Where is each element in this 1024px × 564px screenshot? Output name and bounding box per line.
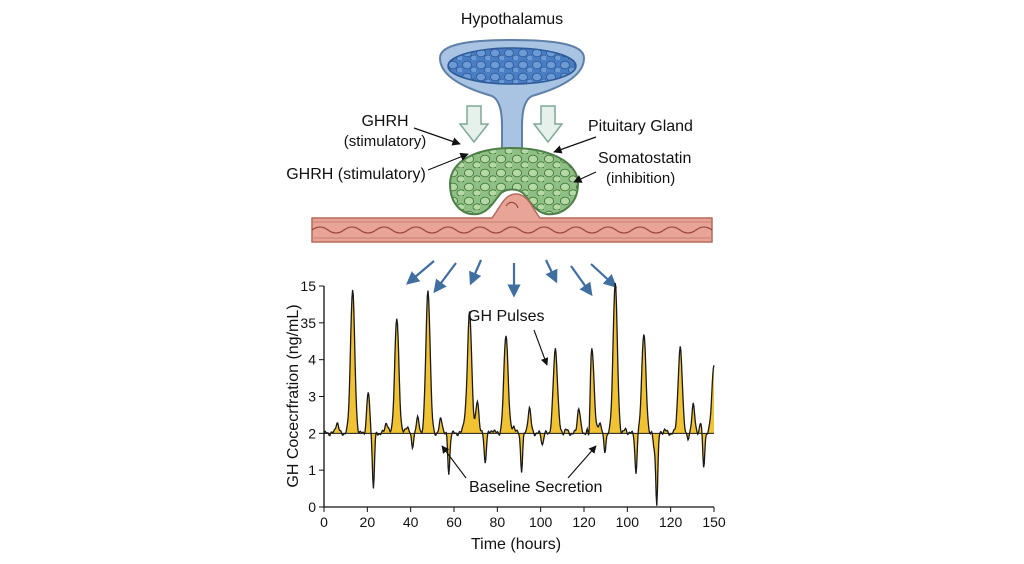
x-tick-label: 80 bbox=[490, 514, 506, 530]
x-tick-label: 120 bbox=[572, 514, 596, 530]
gh-pulses-annotation: GH Pulses bbox=[468, 308, 544, 325]
release-arrow bbox=[433, 262, 457, 294]
y-tick-label: 2 bbox=[308, 425, 316, 441]
x-tick-label: 120 bbox=[659, 514, 683, 530]
release-arrows bbox=[405, 259, 617, 298]
ghrh-stimulatory-pointer bbox=[427, 152, 469, 171]
y-tick-label: 35 bbox=[300, 315, 316, 331]
x-tick-label: 150 bbox=[702, 514, 726, 530]
y-tick-label: 15 bbox=[300, 278, 316, 294]
x-tick-label: 60 bbox=[446, 514, 462, 530]
blood-vessel bbox=[311, 193, 713, 243]
somatostatin-sub-label: (inhibition) bbox=[606, 170, 675, 187]
baseline-pointer-right bbox=[567, 445, 597, 479]
ghrh-down-arrow bbox=[458, 105, 490, 144]
pituitary-gland-shape bbox=[448, 146, 580, 216]
y-ticks: 0 1 2 3 4 35 15 bbox=[300, 278, 324, 515]
gh-pulse-chart: 0 1 2 3 4 35 15 0 20 40 60 80 100 120 100 120 150 Time … bbox=[285, 278, 726, 553]
x-tick-label: 100 bbox=[616, 514, 640, 530]
y-tick-label: 0 bbox=[308, 499, 316, 515]
ghrh-pointer bbox=[413, 127, 461, 146]
release-arrow bbox=[469, 259, 483, 286]
x-tick-label: 20 bbox=[360, 514, 376, 530]
release-arrow bbox=[405, 260, 435, 285]
x-ticks: 0 20 40 60 80 100 120 100 120 150 bbox=[320, 507, 726, 530]
ghrh-sub-label: (stimulatory) bbox=[344, 133, 427, 150]
ghrh-stimulatory-label: GHRH (stimulatory) bbox=[286, 166, 426, 183]
gh-pulses-pointer bbox=[533, 329, 549, 366]
somatostatin-label: Somatostatin bbox=[598, 150, 691, 167]
x-tick-label: 100 bbox=[529, 514, 553, 530]
y-tick-label: 3 bbox=[308, 389, 316, 405]
pituitary-pointer bbox=[553, 136, 597, 154]
y-tick-label: 1 bbox=[308, 462, 316, 478]
hypothalamus-label: Hypothalamus bbox=[461, 11, 563, 28]
pulse-area bbox=[324, 282, 714, 506]
baseline-secretion-annotation: Baseline Secretion bbox=[469, 479, 602, 496]
release-arrow bbox=[545, 259, 558, 284]
x-tick-label: 0 bbox=[320, 514, 328, 530]
ghrh-label: GHRH bbox=[361, 113, 408, 130]
hypothalamus-shape bbox=[438, 38, 586, 151]
baseline-pointer-left bbox=[441, 445, 467, 479]
y-tick-label: 4 bbox=[308, 352, 316, 368]
pituitary-gland-label: Pituitary Gland bbox=[588, 118, 693, 135]
release-arrow bbox=[570, 265, 593, 297]
y-axis-title: GH Cocecrfration (ng/mL) bbox=[285, 304, 302, 487]
somatostatin-down-arrow bbox=[532, 105, 564, 144]
x-tick-label: 40 bbox=[403, 514, 419, 530]
release-arrow bbox=[590, 263, 617, 288]
pulse-line bbox=[323, 282, 715, 506]
somatostatin-pointer bbox=[573, 171, 597, 183]
x-axis-title: Time (hours) bbox=[471, 536, 561, 553]
